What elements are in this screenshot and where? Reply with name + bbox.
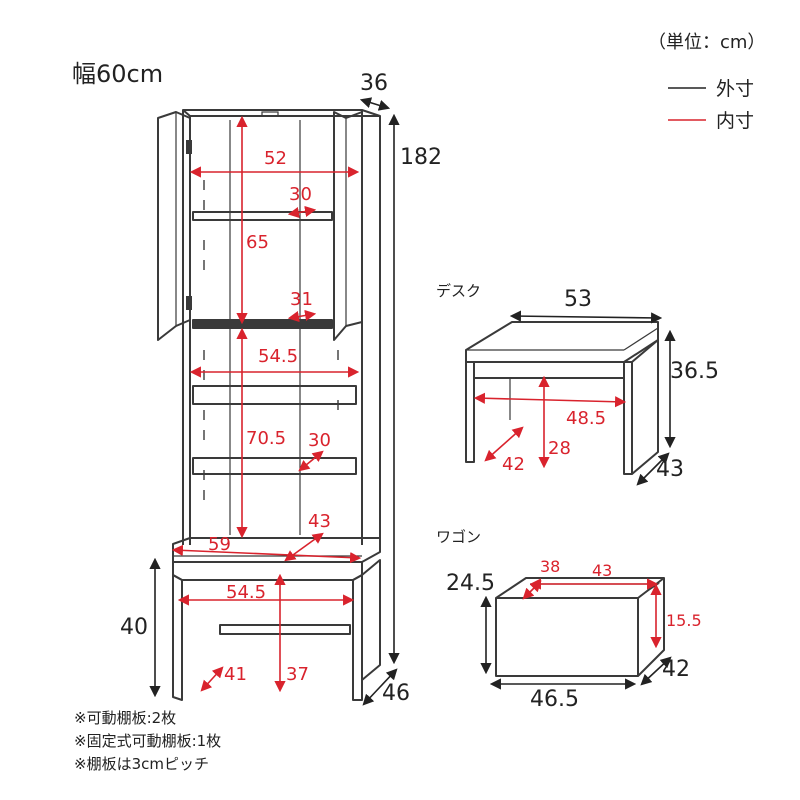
dim-wagon-inner-depth: 38 — [540, 557, 560, 576]
dim-desk-height: 36.5 — [670, 359, 719, 384]
dim-line-lower-depth — [200, 666, 224, 692]
dim-line-middle-depth — [298, 450, 324, 472]
cabinet-top-notch — [261, 111, 279, 117]
dim-line-desk-inner-depth — [484, 426, 524, 462]
desk-side — [631, 339, 659, 475]
dim-middle-height: 70.5 — [246, 428, 286, 449]
lower-unit-rail — [219, 624, 351, 635]
wagon-inner-rim — [530, 583, 660, 597]
counter-top — [172, 537, 381, 563]
movable-shelf-lower — [192, 457, 357, 475]
movable-shelf-middle — [192, 385, 357, 405]
legend-inner-label: 内寸 — [716, 110, 754, 132]
dim-desk-depth: 43 — [656, 457, 684, 482]
desk-apron — [473, 361, 625, 379]
right-door — [333, 111, 363, 341]
dim-cabinet-height: 182 — [400, 145, 442, 170]
dim-base-height: 40 — [120, 615, 148, 640]
cabinet-dimensions: 36 182 40 46 52 30 65 31 54.5 70.5 30 43… — [120, 71, 442, 706]
hinge-icon — [186, 140, 192, 154]
hinge-icon — [186, 296, 192, 310]
wagon-label: ワゴン — [436, 528, 481, 546]
left-door — [157, 111, 191, 341]
dim-upper-depth-shelf: 31 — [290, 289, 313, 310]
unit-label: （単位：cm） — [648, 32, 765, 53]
dim-lower-width: 54.5 — [226, 582, 266, 603]
wagon-dimensions: 24.5 46.5 42 38 43 15.5 — [446, 557, 702, 712]
cabinet-title: 幅60cm — [72, 60, 163, 88]
dim-line-upper-depth-shelf — [287, 309, 317, 323]
dim-upper-depth-top: 30 — [289, 184, 312, 205]
desk-top — [465, 321, 659, 363]
dim-line-desk-depth — [636, 452, 670, 486]
dim-line-counter-width — [171, 544, 362, 564]
wagon-body — [495, 577, 665, 677]
desk-drawing — [465, 321, 659, 475]
dim-line-desk-inner-width — [473, 392, 627, 408]
dim-wagon-width: 46.5 — [530, 687, 579, 712]
dim-middle-depth: 30 — [308, 430, 331, 451]
dim-lower-depth: 41 — [224, 664, 247, 685]
dim-desk-inner-depth: 42 — [502, 454, 525, 475]
cabinet-drawing — [157, 109, 381, 701]
dim-cabinet-depth: 36 — [360, 71, 388, 96]
note-shelf-pitch: ※棚板は3cmピッチ — [74, 755, 209, 773]
dim-wagon-inner-width: 43 — [592, 561, 612, 580]
desk-right-leg — [623, 361, 633, 475]
cabinet-top — [182, 109, 381, 117]
dim-counter-depth: 43 — [308, 511, 331, 532]
lower-unit-side — [361, 559, 381, 681]
desk-dimensions: 53 36.5 43 48.5 42 28 — [473, 287, 719, 486]
shelf-pin-holes — [203, 180, 339, 500]
lower-unit-left-leg — [172, 574, 183, 701]
dim-base-depth: 46 — [382, 681, 410, 706]
notes: ※可動棚板:2枚 ※固定式可動棚板:1枚 ※棚板は3cmピッチ — [74, 709, 221, 773]
dim-upper-width: 52 — [264, 148, 287, 169]
lower-unit-right-leg — [352, 574, 363, 701]
dim-desk-width: 53 — [564, 287, 592, 312]
dim-line-desk-width — [509, 310, 663, 324]
desk-left-leg — [465, 361, 475, 463]
dim-lower-height: 37 — [286, 664, 309, 685]
dim-upper-height: 65 — [246, 232, 269, 253]
movable-shelf-upper — [192, 211, 333, 221]
dim-wagon-height: 24.5 — [446, 571, 495, 596]
desk-label: デスク — [436, 282, 481, 300]
dim-line-upper-depth-top — [287, 205, 317, 219]
note-fixed-shelf: ※固定式可動棚板:1枚 — [74, 732, 221, 750]
lower-unit-top — [172, 561, 363, 581]
dim-desk-inner-height: 28 — [548, 438, 571, 459]
fixed-shelf-fill — [193, 321, 332, 327]
dim-line-base-depth — [362, 668, 398, 706]
note-movable-shelf: ※可動棚板:2枚 — [74, 709, 176, 727]
dim-line-depth — [359, 97, 391, 111]
dim-middle-width: 54.5 — [258, 346, 298, 367]
dim-counter-width: 59 — [208, 534, 231, 555]
dim-wagon-depth: 42 — [662, 657, 690, 682]
dim-wagon-inner-height: 15.5 — [666, 611, 702, 630]
legend: 外寸 内寸 — [668, 78, 754, 132]
dim-desk-inner-width: 48.5 — [566, 408, 606, 429]
wagon-drawing — [495, 577, 665, 677]
dim-line-wagon-depth — [640, 656, 672, 686]
legend-outer-label: 外寸 — [716, 78, 754, 100]
